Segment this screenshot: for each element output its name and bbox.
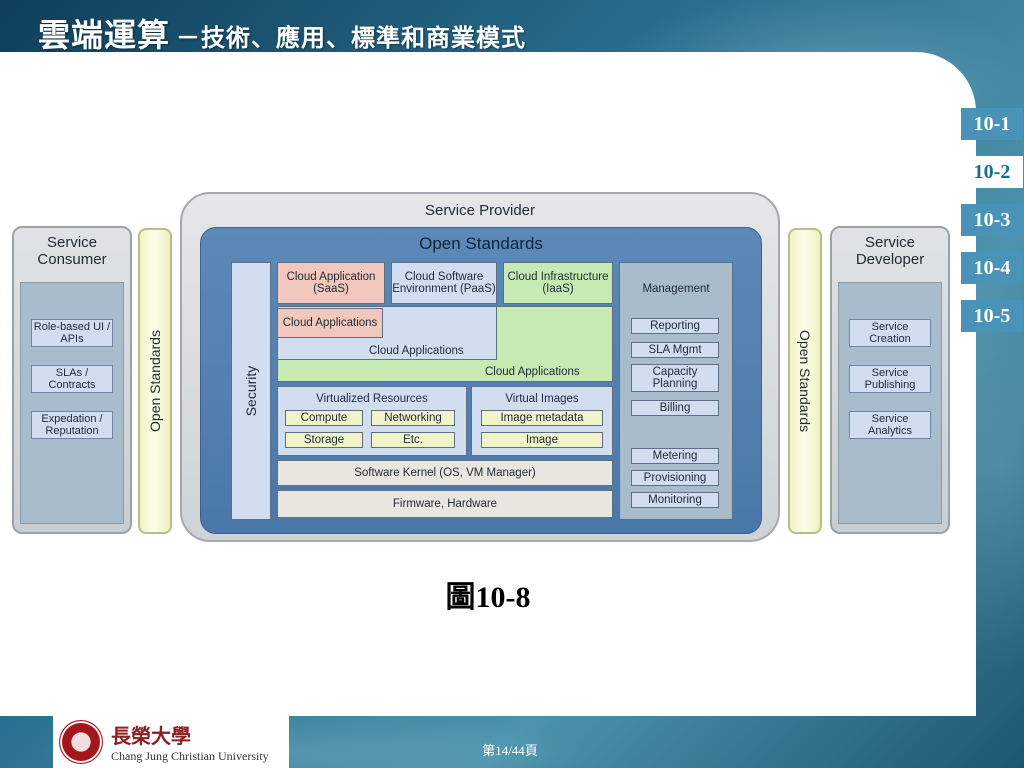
security-block: Security bbox=[231, 262, 271, 520]
logo-name-en: Chang Jung Christian University bbox=[111, 749, 269, 763]
cloud-applications-saas: Cloud Applications bbox=[277, 308, 383, 338]
open-standards-bar-right: Open Standards bbox=[788, 228, 822, 534]
image-metadata-box: Image metadata bbox=[481, 410, 603, 426]
nav-item-10-4[interactable]: 10-4 bbox=[961, 252, 1023, 284]
software-kernel-block: Software Kernel (OS, VM Manager) bbox=[277, 460, 613, 486]
nav-item-10-5[interactable]: 10-5 bbox=[961, 300, 1023, 332]
cloud-applications-paas-label: Cloud Applications bbox=[369, 345, 464, 357]
university-logo: 長榮大學 Chang Jung Christian University bbox=[53, 716, 289, 768]
nav-item-10-2[interactable]: 10-2 bbox=[961, 156, 1023, 188]
service-creation-box: Service Creation bbox=[849, 319, 931, 347]
networking-box: Networking bbox=[371, 410, 455, 426]
service-developer-title: Service Developer bbox=[855, 234, 925, 268]
monitoring-box: Monitoring bbox=[631, 492, 719, 508]
service-consumer-title: Service Consumer bbox=[37, 234, 107, 268]
virtual-images-title: Virtual Images bbox=[505, 393, 579, 405]
security-label: Security bbox=[243, 365, 259, 417]
metering-box: Metering bbox=[631, 448, 719, 464]
billing-box: Billing bbox=[631, 400, 719, 416]
open-standards-label-right: Open Standards bbox=[797, 330, 813, 432]
slas-contracts-box: SLAs / Contracts bbox=[31, 365, 113, 393]
open-standards-bar-left: Open Standards bbox=[138, 228, 172, 534]
open-standards-title: Open Standards bbox=[419, 234, 543, 253]
slide-title: 雲端運算 －技術、應用、標準和商業模式 bbox=[38, 10, 526, 54]
provisioning-box: Provisioning bbox=[631, 470, 719, 486]
service-publishing-box: Service Publishing bbox=[849, 365, 931, 393]
nav-item-10-1[interactable]: 10-1 bbox=[961, 108, 1023, 140]
service-developer-inner: Service Creation Service Publishing Serv… bbox=[838, 282, 942, 524]
university-seal-icon bbox=[59, 720, 103, 764]
open-standards-container: Open Standards Security Cloud Applicatio… bbox=[200, 227, 762, 534]
service-provider-title: Service Provider bbox=[424, 202, 536, 219]
title-main: 雲端運算 bbox=[38, 16, 171, 54]
saas-block: Cloud Application (SaaS) bbox=[277, 262, 385, 304]
firmware-hardware-block: Firmware, Hardware bbox=[277, 490, 613, 518]
service-developer-card: Service Developer Service Creation Servi… bbox=[830, 226, 950, 534]
open-standards-label-left: Open Standards bbox=[147, 330, 163, 432]
virtualized-resources-title: Virtualized Resources bbox=[316, 393, 428, 405]
title-subtitle: －技術、應用、標準和商業模式 bbox=[176, 24, 527, 52]
compute-box: Compute bbox=[285, 410, 363, 426]
etc-box: Etc. bbox=[371, 432, 455, 448]
expedation-reputation-box: Expedation / Reputation bbox=[31, 411, 113, 439]
storage-box: Storage bbox=[285, 432, 363, 448]
logo-name-zh: 長榮大學 bbox=[111, 724, 191, 748]
iaas-block: Cloud Infrastructure (IaaS) bbox=[503, 262, 613, 304]
role-based-ui-box: Role-based UI / APIs bbox=[31, 319, 113, 347]
service-analytics-box: Service Analytics bbox=[849, 411, 931, 439]
management-title: Management bbox=[642, 283, 710, 295]
figure-caption: 圖10-8 bbox=[445, 581, 531, 614]
paas-block: Cloud Software Environment (PaaS) bbox=[391, 262, 497, 304]
capacity-planning-box: Capacity Planning bbox=[631, 364, 719, 392]
nav-item-10-3[interactable]: 10-3 bbox=[961, 204, 1023, 236]
cloud-applications-iaas-label: Cloud Applications bbox=[485, 366, 580, 378]
reporting-box: Reporting bbox=[631, 318, 719, 334]
page-number: 第14/44頁 bbox=[482, 743, 538, 758]
image-box: Image bbox=[481, 432, 603, 448]
service-consumer-card: Service Consumer Role-based UI / APIs SL… bbox=[12, 226, 132, 534]
service-consumer-inner: Role-based UI / APIs SLAs / Contracts Ex… bbox=[20, 282, 124, 524]
sla-mgmt-box: SLA Mgmt bbox=[631, 342, 719, 358]
logo-text: 長榮大學 Chang Jung Christian University bbox=[111, 720, 269, 764]
